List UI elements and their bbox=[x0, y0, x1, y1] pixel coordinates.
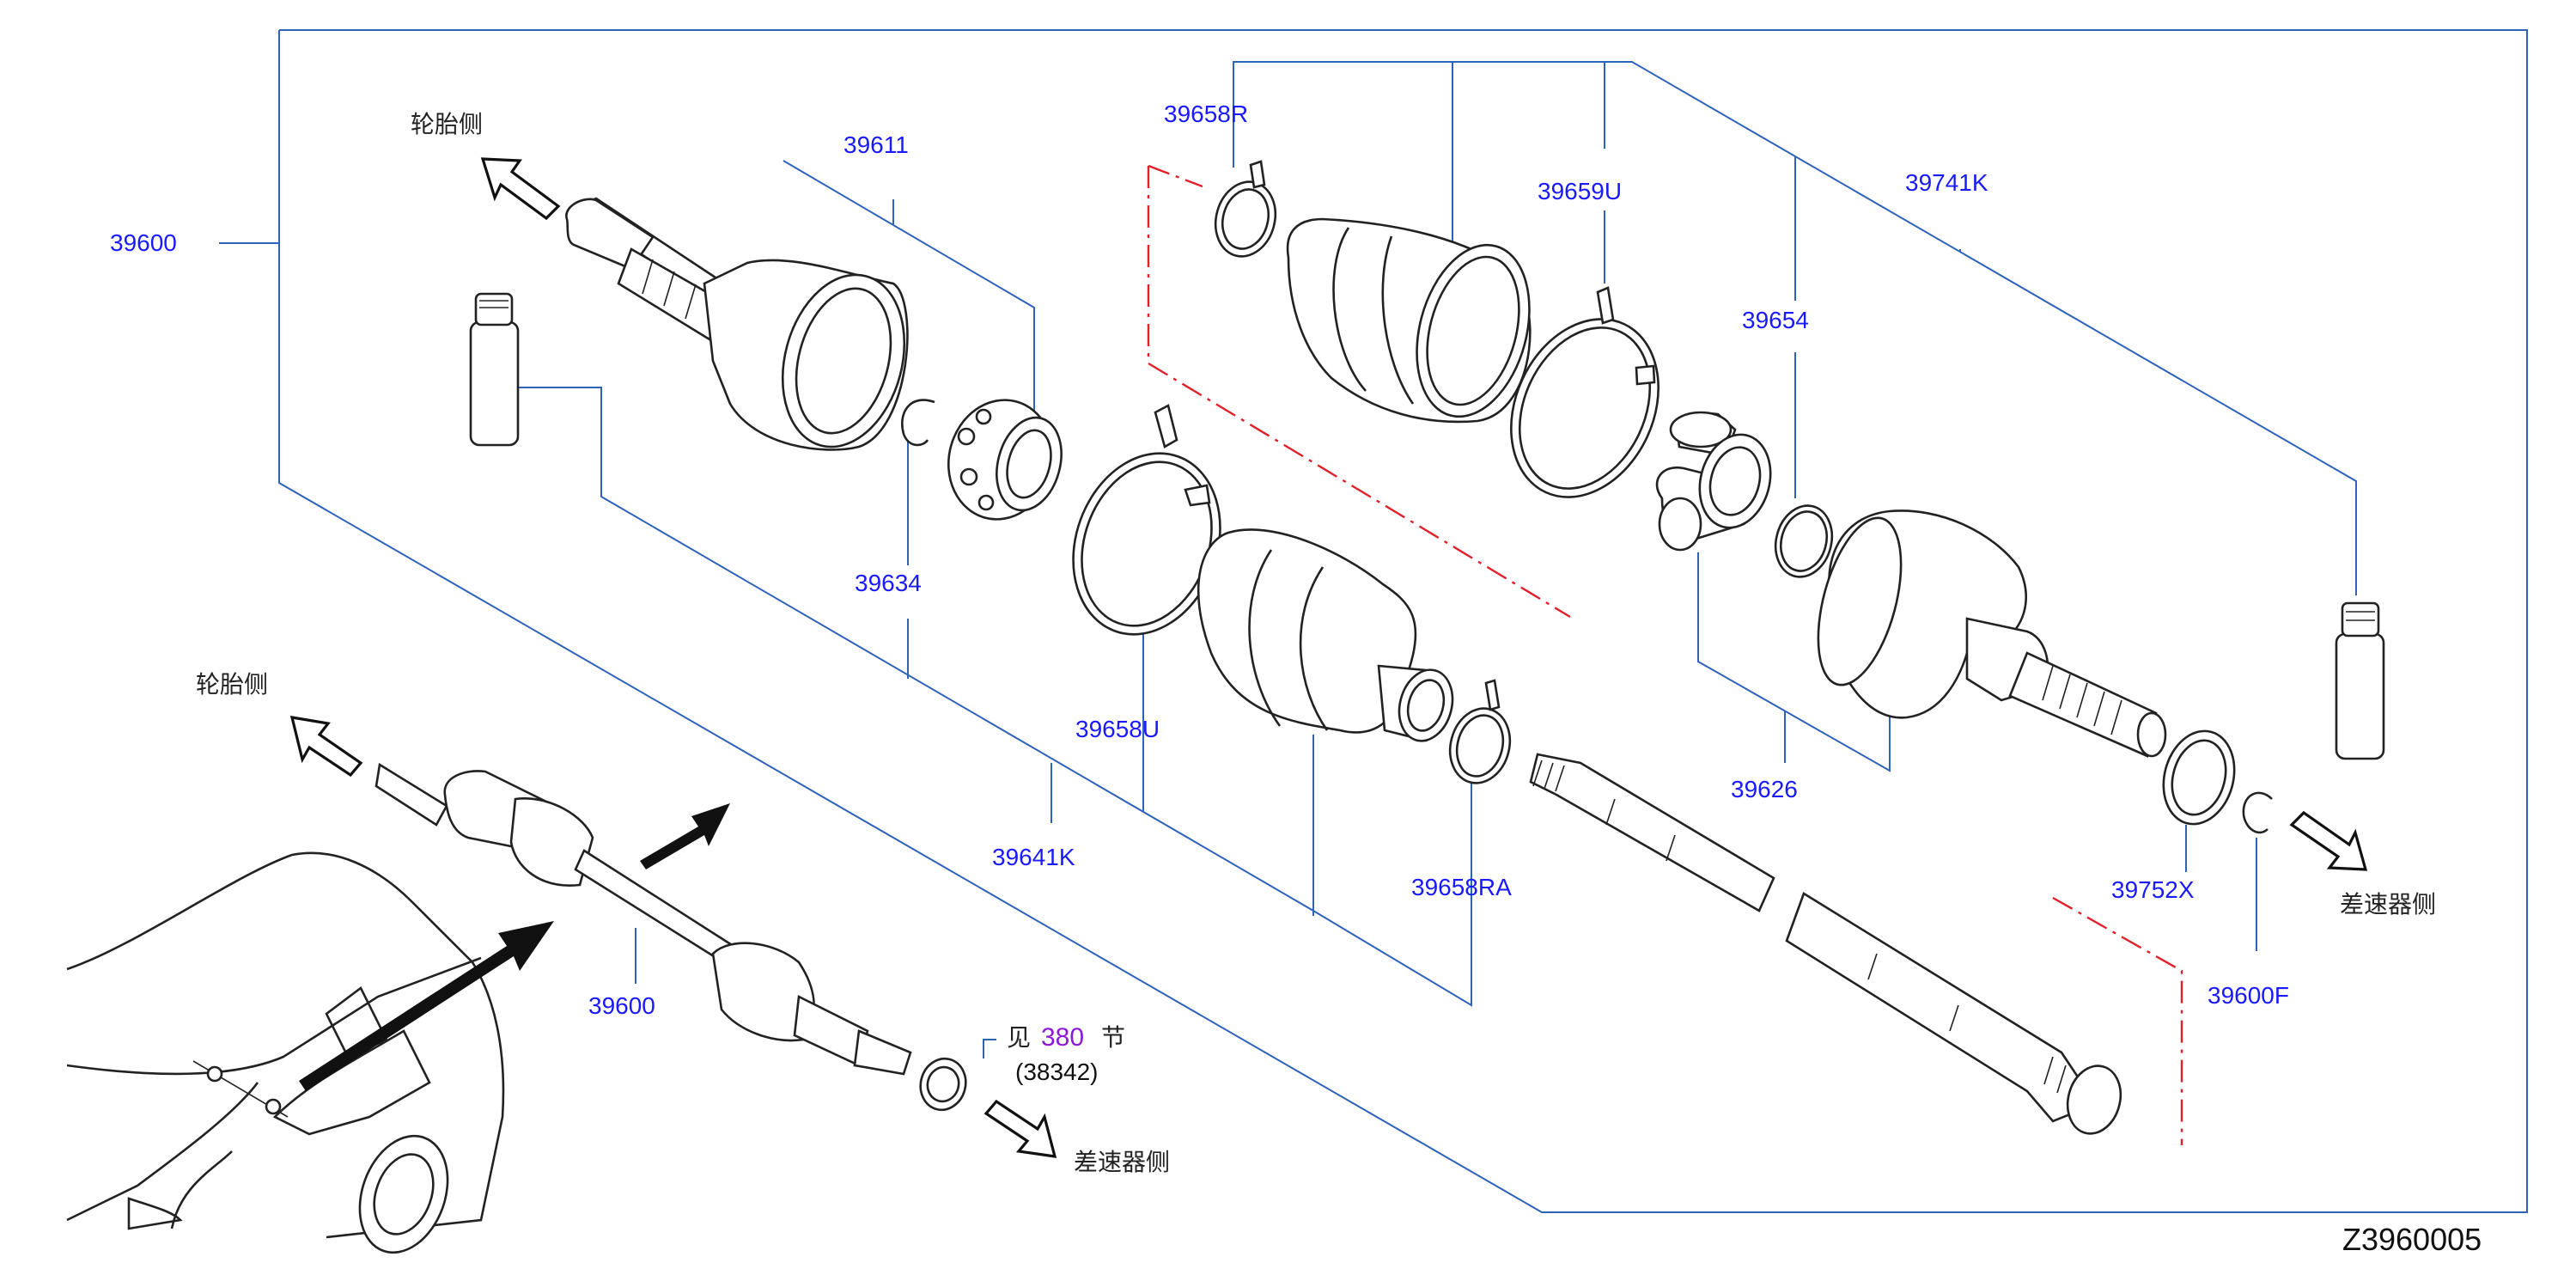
part-39611: 39611 bbox=[843, 131, 909, 158]
grease-tube-right bbox=[2335, 601, 2385, 760]
centerline bbox=[1147, 164, 2183, 1145]
diagram-id: Z3960005 bbox=[2342, 1222, 2482, 1257]
label-diff-side-right: 差速器侧 bbox=[2340, 890, 2436, 918]
label-tire-side-bottom: 轮胎侧 bbox=[196, 670, 268, 699]
labels: 轮胎侧 轮胎侧 差速器侧 差速器侧 39600 39611 39634 3964… bbox=[110, 101, 2482, 1257]
arrow-tire-side-top-icon bbox=[480, 157, 561, 221]
boot-band-39658ra bbox=[1448, 679, 1512, 784]
cv-cage bbox=[947, 399, 1063, 521]
assembled-driveshaft bbox=[375, 762, 967, 1112]
axle-shaft bbox=[1529, 753, 2122, 1135]
leader-lines bbox=[515, 61, 2357, 1058]
part-39741K: 39741K bbox=[1905, 169, 1988, 196]
part-39634: 39634 bbox=[855, 570, 922, 596]
part-39641K: 39641K bbox=[992, 844, 1075, 870]
label-diff-side-bottom: 差速器侧 bbox=[1074, 1148, 1170, 1176]
label-tire-side-top: 轮胎侧 bbox=[411, 110, 483, 138]
part-39659U: 39659U bbox=[1538, 178, 1622, 204]
arrow-solid-lower-icon bbox=[299, 921, 554, 1091]
part-39600F: 39600F bbox=[2208, 982, 2289, 1009]
part-39626: 39626 bbox=[1731, 776, 1798, 802]
vehicle-silhouette bbox=[66, 851, 505, 1254]
ref-prefix: 见 bbox=[1007, 1023, 1031, 1052]
part-39752X: 39752X bbox=[2111, 876, 2195, 903]
oil-seal bbox=[2162, 729, 2236, 826]
snap-ring-39600f bbox=[2242, 791, 2273, 834]
grease-tube-left bbox=[469, 292, 520, 447]
tripod-joint bbox=[1655, 411, 1772, 552]
snap-ring-39634 bbox=[901, 399, 935, 447]
part-39658RA: 39658RA bbox=[1411, 874, 1512, 900]
part-39658U: 39658U bbox=[1075, 716, 1160, 742]
ref-suffix: 节 bbox=[1101, 1023, 1125, 1052]
part-39600-bottom: 39600 bbox=[588, 992, 655, 1019]
assembly-frame bbox=[219, 29, 2528, 1213]
ref-code: (38342) bbox=[1015, 1058, 1099, 1085]
boot-band-39658r bbox=[1214, 160, 1277, 258]
arrow-solid-upper-icon bbox=[640, 803, 730, 869]
part-39654: 39654 bbox=[1742, 307, 1809, 333]
arrow-diff-side-bottom-icon bbox=[984, 1099, 1057, 1158]
boot-band-39659u bbox=[1510, 286, 1659, 498]
part-39658R: 39658R bbox=[1164, 101, 1248, 127]
inner-joint-housing bbox=[1817, 509, 2167, 758]
snap-ring-39654 bbox=[1774, 504, 1834, 578]
inner-boot bbox=[1286, 217, 1532, 424]
outer-cv-joint bbox=[565, 197, 909, 451]
arrow-tire-side-bottom-icon bbox=[289, 716, 363, 778]
outer-boot bbox=[1197, 528, 1454, 742]
arrow-diff-side-right-icon bbox=[2289, 810, 2368, 871]
part-39600-top: 39600 bbox=[110, 229, 177, 256]
ref-section-link[interactable]: 380 bbox=[1041, 1023, 1084, 1052]
